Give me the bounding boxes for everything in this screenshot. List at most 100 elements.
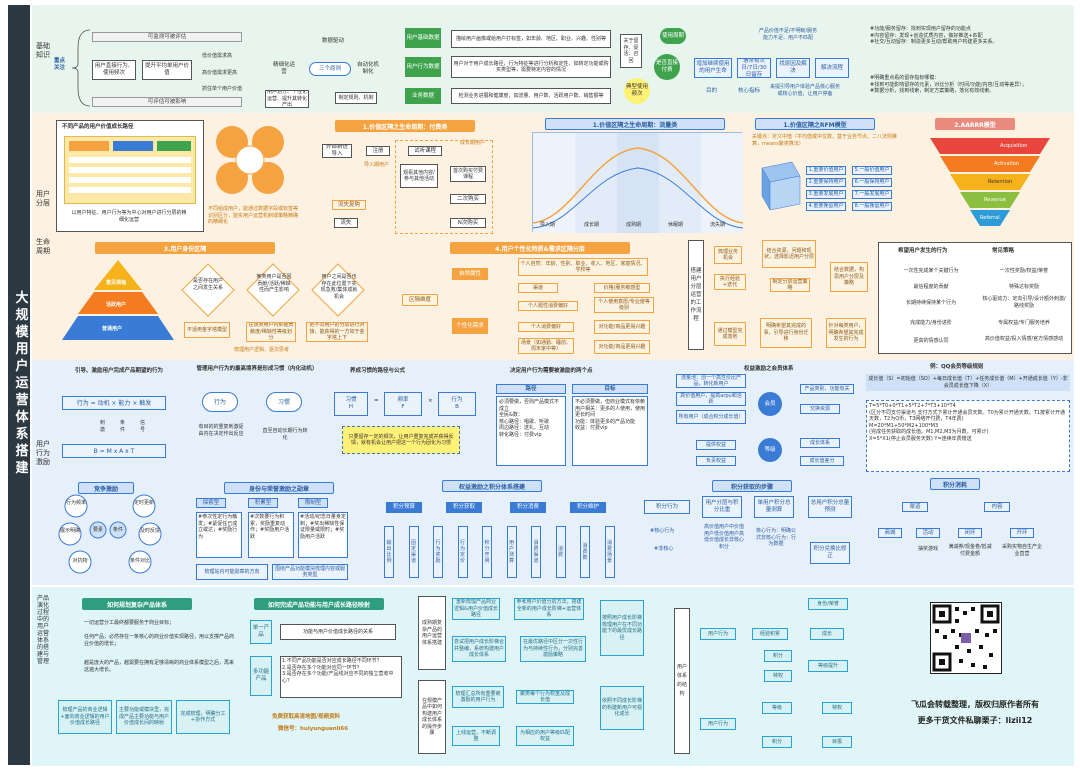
- r1-title: 竞争激励: [78, 482, 134, 494]
- pyramid-base: 普通用户: [102, 326, 123, 332]
- b-node-3: 依照不同成长阶梯的构建新用户可视化成长: [600, 686, 644, 730]
- biz-data: 业务数据: [405, 88, 441, 104]
- r4-step-2: 用户分层与积分比重: [702, 496, 742, 518]
- m-item-2: 高价值用户，提高arpu和活跃: [676, 392, 746, 406]
- p1-node-n: N次购买: [450, 218, 486, 228]
- incentive-label: 用户行为激励: [36, 440, 50, 466]
- inc-t2: 管理用户行为的最高境界是形成习惯（内化动机）: [196, 366, 318, 372]
- r4-note-2: #非核心: [654, 546, 674, 552]
- r2-col-2: 积累型: [248, 498, 278, 508]
- path-items: 必须要做，否则产品模式不成立 全民&数： 核心路径：唱歌、听歌 周边路径：送礼、…: [496, 396, 566, 466]
- b-node-4: 上线运营，不断调整: [452, 726, 500, 746]
- habit-behav: 行为: [202, 392, 238, 412]
- r4-step-1: 积分行为: [644, 500, 690, 514]
- r3-sub-item: 行为奖励: [433, 526, 443, 578]
- mind-note: 不同组成用户，能通过数据字段或标签等识别区分，能实用户运营机制或策略精确的精细化: [208, 206, 299, 225]
- decision-a1: 不适用金字塔模型: [184, 322, 230, 338]
- copyright-line: 飞瓜会转载整理，版权归原作者所有: [911, 700, 1039, 709]
- r4-title: 积分获取的步骤: [712, 480, 792, 492]
- b-node-5: 为相应的用户等级匹配权益: [516, 726, 574, 746]
- p3-cube: [752, 158, 802, 212]
- sys-t3a: 成熟期复杂产品的用户运营体系搭建: [418, 596, 446, 670]
- pers-item-2: 场景（如通勤、睡前、周末家中等）: [518, 338, 574, 354]
- pyramid-top: 意见领袖: [106, 280, 127, 286]
- behav-data: 用户行为数据: [405, 57, 441, 77]
- p4-title: 2.AARRR模型: [935, 118, 1015, 130]
- p4-funnel: [920, 134, 1060, 234]
- s-node-4: 成长: [810, 628, 844, 640]
- member-node: 会员: [758, 392, 782, 416]
- r5-item-1: 商城: [878, 528, 902, 538]
- focus-item-2: 提升平均单用户价值: [142, 60, 192, 80]
- basics-label: 基础知识: [36, 42, 50, 59]
- r4-note-3: 高价值用户中价值用户低价值用户高低价值成长非核心积分: [703, 524, 744, 550]
- level-node: 等级: [758, 438, 782, 462]
- p1-node-loss: 流失: [334, 218, 358, 228]
- m-right-4: 成长值差分: [800, 456, 844, 466]
- strategy-1: 一次性奖励/权益/荣誉: [999, 268, 1049, 274]
- p2-phase-3: 成熟期: [626, 222, 642, 228]
- r4-step-3: 单用户积分总量测算: [754, 496, 794, 518]
- sys-bottom-2: 主要功能或模块里，完成产品主要功能与用户价值成长间的映射: [116, 700, 172, 734]
- r2-title: 身份与荣誉激励之勋章: [224, 482, 334, 494]
- r2-desc-3: #活动/纪念日量身定制；#奖出稀缺性保证限量或限时；#奖励用户活跃: [298, 512, 348, 558]
- r1-item-6: 定时更新: [134, 500, 155, 506]
- qr-code: [930, 602, 1002, 674]
- hf-times: ×: [428, 398, 433, 404]
- hf-habit: 习惯 H: [334, 392, 368, 416]
- p1-node-loss-back: 流失复购: [332, 200, 366, 210]
- p1-dashed-box: [395, 140, 493, 234]
- key-focus: 重点关注: [54, 58, 66, 71]
- p1-node-first: 首次购买付费课程: [450, 166, 486, 182]
- hf-note: 只要留存一定的频次，让用户重复完成并获得反馈，就有机会让用户把这一个行为固化为习…: [342, 426, 460, 454]
- natural-attr: 自然属性: [452, 268, 488, 280]
- r4-step-5: 积分兑换比修正: [810, 542, 850, 564]
- r2-a: 梳理站内可能勋章的方向: [196, 564, 268, 580]
- sys-multi-desc: 1.不同产品功能是否对应成长路径不同环节？ 2.是否存在多个功能对应同一环节？ …: [280, 656, 402, 698]
- sys-single-desc: 功能与用户价值成长路径的关系: [280, 624, 396, 640]
- measurable-box: 可监测可被评估: [92, 32, 242, 42]
- r1-item-4: 要素: [92, 527, 103, 533]
- habit-note-1: 有目的的重复刺激促由内在决定作出反应: [198, 424, 244, 437]
- hf-freq-letter: F: [401, 404, 405, 410]
- r5-item-2: 活动: [916, 528, 940, 538]
- p3-item-3: 3.重要发展用户: [806, 190, 846, 199]
- r3-col-2: 积分获取: [446, 502, 482, 513]
- flow-3: 找原因及解决: [776, 58, 810, 78]
- strategy-5: 高价值权益/投入情感/官方情感感动: [984, 336, 1064, 342]
- pers-item-3: 对功能/商品更易兴趣: [594, 320, 650, 334]
- decision-q3: 用户之间是否也存在此位置下实现急救/集体成就机会: [320, 274, 358, 300]
- basics-brace: [71, 29, 91, 107]
- r3-sub-item: 固定渠道: [408, 526, 419, 578]
- m-right-3: 成长体系: [800, 438, 840, 448]
- formula-b: B = M x A x T: [62, 444, 166, 458]
- r5-title: 积分消耗: [930, 478, 980, 490]
- p2-chart: [532, 132, 744, 233]
- sys-bottom-3: 完成梳理，明确分工+协作方式: [176, 700, 230, 734]
- tool-node-8: 针对每类用户，明确希望其完成发生的行为: [826, 318, 866, 348]
- pyramid-mid: 活跃用户: [106, 302, 127, 308]
- inc-t6: 例：QQ会员等级规则: [930, 364, 984, 370]
- decision-diamonds: [181, 263, 365, 317]
- p1-node-second: 二次购买: [450, 194, 486, 204]
- p1-node-sub: 观看其他内容/参与其他活动: [400, 164, 438, 188]
- p4-layer-4: Revenue: [984, 197, 1006, 203]
- hf-habit-letter: H: [348, 404, 354, 410]
- p3-item-7: 7.一般发展用户: [852, 190, 892, 199]
- r4-note-4: 核心行为：明确公式非核心行为：行为数据: [756, 528, 797, 547]
- r5-col-2: 内容: [984, 502, 1010, 512]
- r3-sub-item: 输出比例: [384, 526, 394, 578]
- habit-habit: 习惯: [266, 392, 302, 412]
- r5-item-7: 采购实物自生产企业直营: [1001, 544, 1042, 557]
- r2-desc-2: #次数要行为积累，奖励重复动作；#奖励用户活跃: [248, 512, 294, 558]
- r1-item-3: 对抗物: [72, 558, 88, 564]
- three-rules: 三个原则: [309, 62, 351, 76]
- personal-need: 个性化需求: [452, 318, 488, 334]
- r5-item-5: 开环: [1010, 528, 1034, 538]
- s-node-1: 身份/荣誉: [808, 598, 848, 610]
- value-path-desc: 以用户特征、用户行为等为中心对用户进行分层的精细化运营: [71, 210, 187, 223]
- p1-growth-label: 成长期用户: [460, 140, 486, 146]
- a-node-3: 按照用户成长阶梯梳理用户在不同功能下的最优成长路径: [600, 600, 644, 656]
- s-node-10: 特权: [822, 702, 852, 714]
